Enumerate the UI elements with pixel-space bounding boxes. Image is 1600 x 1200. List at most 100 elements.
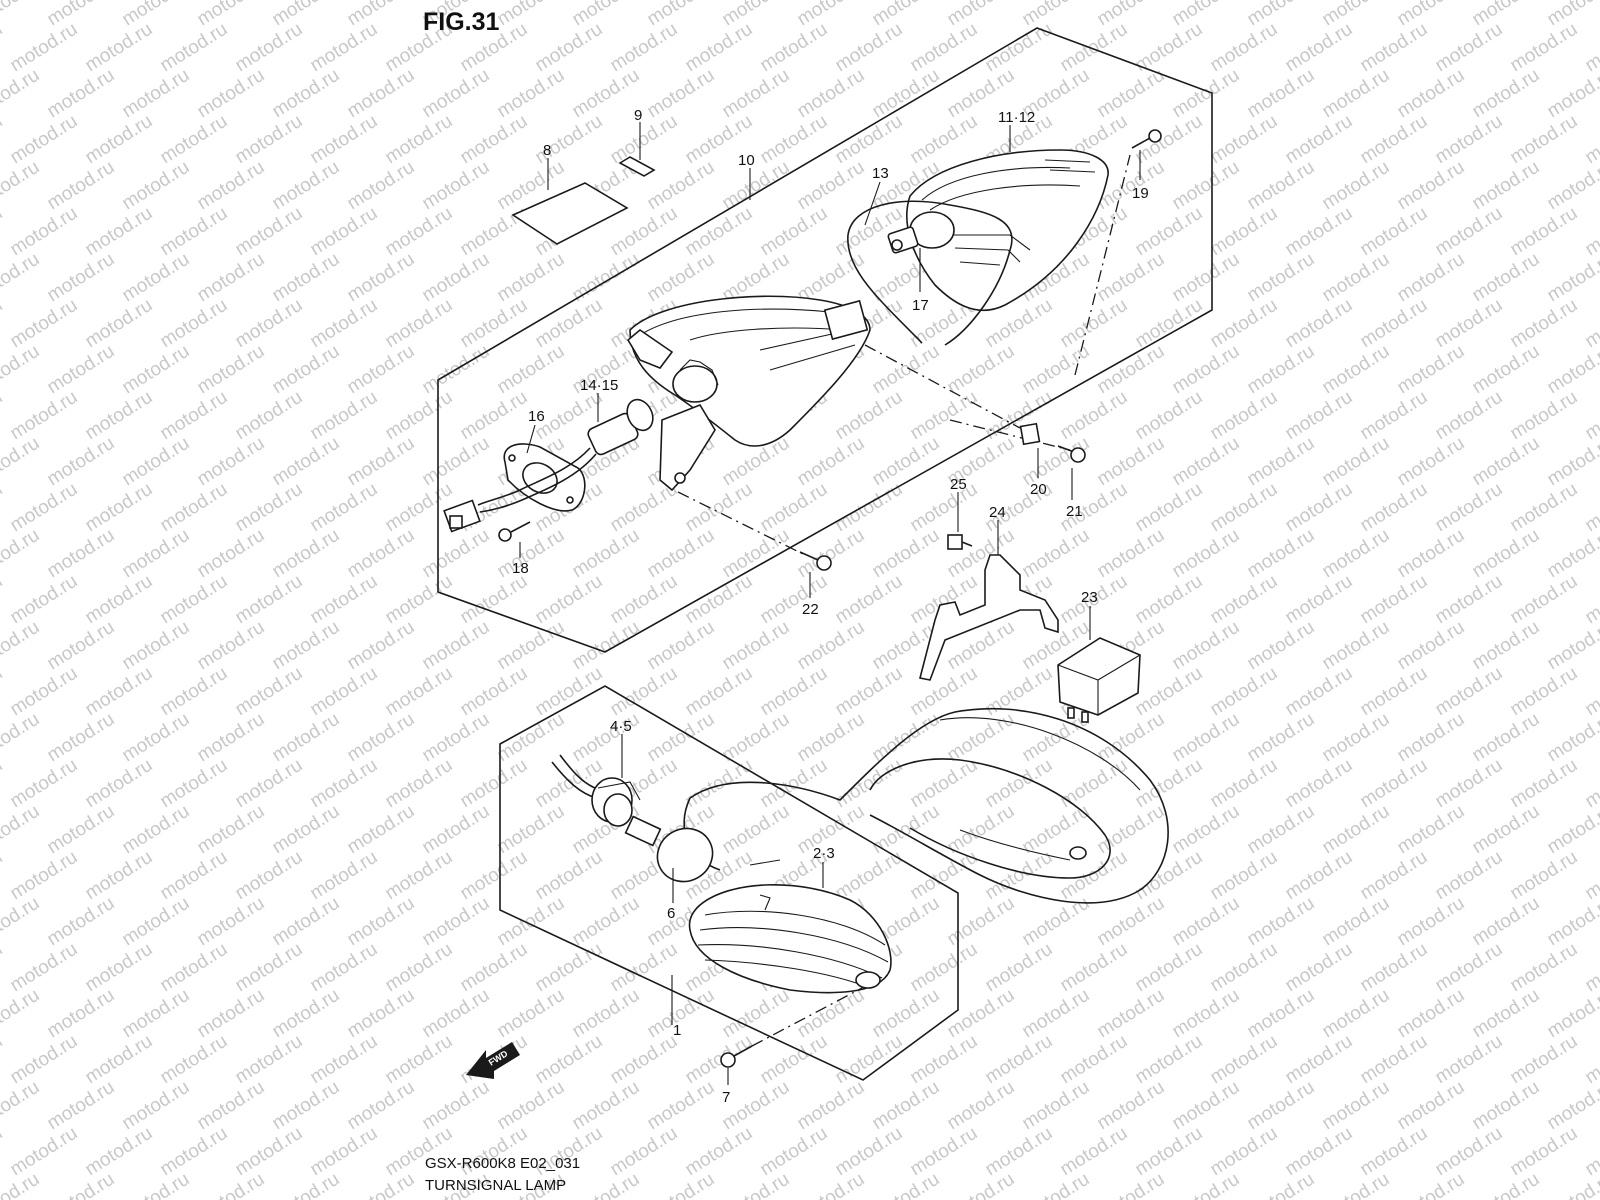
watermark-text: motod.ru bbox=[1244, 157, 1319, 215]
watermark-text: motod.ru bbox=[569, 0, 644, 30]
watermark-text: motod.ru bbox=[382, 847, 457, 905]
watermark-text: motod.ru bbox=[1132, 663, 1207, 721]
watermark-text: motod.ru bbox=[44, 1077, 119, 1135]
watermark-text: motod.ru bbox=[194, 709, 269, 767]
watermark-text: motod.ru bbox=[0, 387, 6, 445]
watermark-text: motod.ru bbox=[1507, 939, 1582, 997]
watermark-text: motod.ru bbox=[1432, 1031, 1507, 1089]
watermark-text: motod.ru bbox=[344, 65, 419, 123]
watermark-text: motod.ru bbox=[1357, 1031, 1432, 1089]
watermark-text: motod.ru bbox=[1132, 295, 1207, 353]
watermark-text: motod.ru bbox=[269, 1077, 344, 1135]
part-20-nut bbox=[1019, 422, 1041, 446]
watermark-text: motod.ru bbox=[944, 341, 1019, 399]
watermark-text: motod.ru bbox=[1432, 19, 1507, 77]
watermark-text: motod.ru bbox=[419, 893, 494, 951]
watermark-text: motod.ru bbox=[1169, 893, 1244, 951]
watermark-text: motod.ru bbox=[307, 939, 382, 997]
watermark-text: motod.ru bbox=[0, 1031, 6, 1089]
callout-23: 23 bbox=[1081, 589, 1098, 606]
watermark-text: motod.ru bbox=[157, 203, 232, 261]
upper-group-frame bbox=[437, 27, 1213, 653]
watermark-text: motod.ru bbox=[1094, 0, 1169, 30]
part-24-bracket bbox=[919, 554, 1059, 681]
watermark-text: motod.ru bbox=[1357, 847, 1432, 905]
watermark-text: motod.ru bbox=[7, 1123, 82, 1181]
watermark-text: motod.ru bbox=[82, 295, 157, 353]
callout-7: 7 bbox=[722, 1089, 730, 1106]
watermark-text: motod.ru bbox=[44, 249, 119, 307]
watermark-text: motod.ru bbox=[494, 985, 569, 1043]
watermark-text: motod.ru bbox=[44, 1169, 119, 1200]
watermark-text: motod.ru bbox=[1507, 847, 1582, 905]
watermark-text: motod.ru bbox=[419, 985, 494, 1043]
watermark-text: motod.ru bbox=[382, 939, 457, 997]
watermark-text: motod.ru bbox=[1357, 19, 1432, 77]
watermark-text: motod.ru bbox=[1169, 0, 1244, 30]
watermark-text: motod.ru bbox=[719, 1169, 794, 1200]
part-22-screw bbox=[799, 551, 832, 571]
watermark-text: motod.ru bbox=[194, 525, 269, 583]
watermark-text: motod.ru bbox=[344, 157, 419, 215]
watermark-text: motod.ru bbox=[119, 985, 194, 1043]
watermark-text: motod.ru bbox=[607, 571, 682, 629]
watermark-text: motod.ru bbox=[1469, 341, 1544, 399]
watermark-text: motod.ru bbox=[832, 1031, 907, 1089]
watermark-text: motod.ru bbox=[44, 801, 119, 859]
watermark-text: motod.ru bbox=[232, 111, 307, 169]
watermark-text: motod.ru bbox=[0, 985, 43, 1043]
watermark-text: motod.ru bbox=[1319, 1169, 1394, 1200]
watermark-text: motod.ru bbox=[1319, 617, 1394, 675]
watermark-text: motod.ru bbox=[832, 663, 907, 721]
watermark-text: motod.ru bbox=[532, 19, 607, 77]
watermark-text: motod.ru bbox=[1282, 111, 1357, 169]
watermark-text: motod.ru bbox=[1169, 65, 1244, 123]
watermark-text: motod.ru bbox=[1469, 1169, 1544, 1200]
watermark-text: motod.ru bbox=[644, 525, 719, 583]
watermark-text: motod.ru bbox=[907, 755, 982, 813]
watermark-text: motod.ru bbox=[1057, 755, 1132, 813]
watermark-text: motod.ru bbox=[344, 1169, 419, 1200]
callout-14-15: 14·15 bbox=[580, 377, 618, 394]
part-2-3-lens bbox=[688, 883, 892, 994]
watermark-text: motod.ru bbox=[532, 939, 607, 997]
watermark-text: motod.ru bbox=[1507, 1123, 1582, 1181]
watermark-text: motod.ru bbox=[0, 663, 6, 721]
watermark-text: motod.ru bbox=[944, 1169, 1019, 1200]
watermark-text: motod.ru bbox=[1319, 249, 1394, 307]
watermark-text: motod.ru bbox=[944, 801, 1019, 859]
watermark-text: motod.ru bbox=[569, 985, 644, 1043]
watermark-text: motod.ru bbox=[232, 571, 307, 629]
watermark-text: motod.ru bbox=[1582, 479, 1600, 537]
watermark-text: motod.ru bbox=[1432, 111, 1507, 169]
watermark-text: motod.ru bbox=[44, 617, 119, 675]
watermark-text: motod.ru bbox=[757, 1123, 832, 1181]
watermark-text: motod.ru bbox=[7, 203, 82, 261]
watermark-text: motod.ru bbox=[1282, 387, 1357, 445]
watermark-text: motod.ru bbox=[1357, 479, 1432, 537]
watermark-text: motod.ru bbox=[944, 893, 1019, 951]
watermark-text: motod.ru bbox=[869, 1169, 944, 1200]
watermark-text: motod.ru bbox=[194, 1077, 269, 1135]
watermark-text: motod.ru bbox=[982, 19, 1057, 77]
watermark-text: motod.ru bbox=[307, 571, 382, 629]
watermark-text: motod.ru bbox=[1169, 157, 1244, 215]
part-4-5-socket bbox=[551, 754, 641, 827]
watermark-text: motod.ru bbox=[682, 755, 757, 813]
watermark-text: motod.ru bbox=[1132, 1123, 1207, 1181]
watermark-text: motod.ru bbox=[1507, 1031, 1582, 1089]
watermark-text: motod.ru bbox=[869, 0, 944, 30]
watermark-text: motod.ru bbox=[419, 249, 494, 307]
watermark-text: motod.ru bbox=[682, 19, 757, 77]
watermark-text: motod.ru bbox=[1282, 847, 1357, 905]
watermark-text: motod.ru bbox=[232, 663, 307, 721]
watermark-text: motod.ru bbox=[157, 847, 232, 905]
watermark-text: motod.ru bbox=[1019, 1169, 1094, 1200]
watermark-text: motod.ru bbox=[344, 709, 419, 767]
watermark-text: motod.ru bbox=[1394, 617, 1469, 675]
watermark-text: motod.ru bbox=[1469, 985, 1544, 1043]
watermark-text: motod.ru bbox=[157, 295, 232, 353]
callout-2-3: 2·3 bbox=[813, 845, 835, 862]
watermark-text: motod.ru bbox=[1432, 847, 1507, 905]
